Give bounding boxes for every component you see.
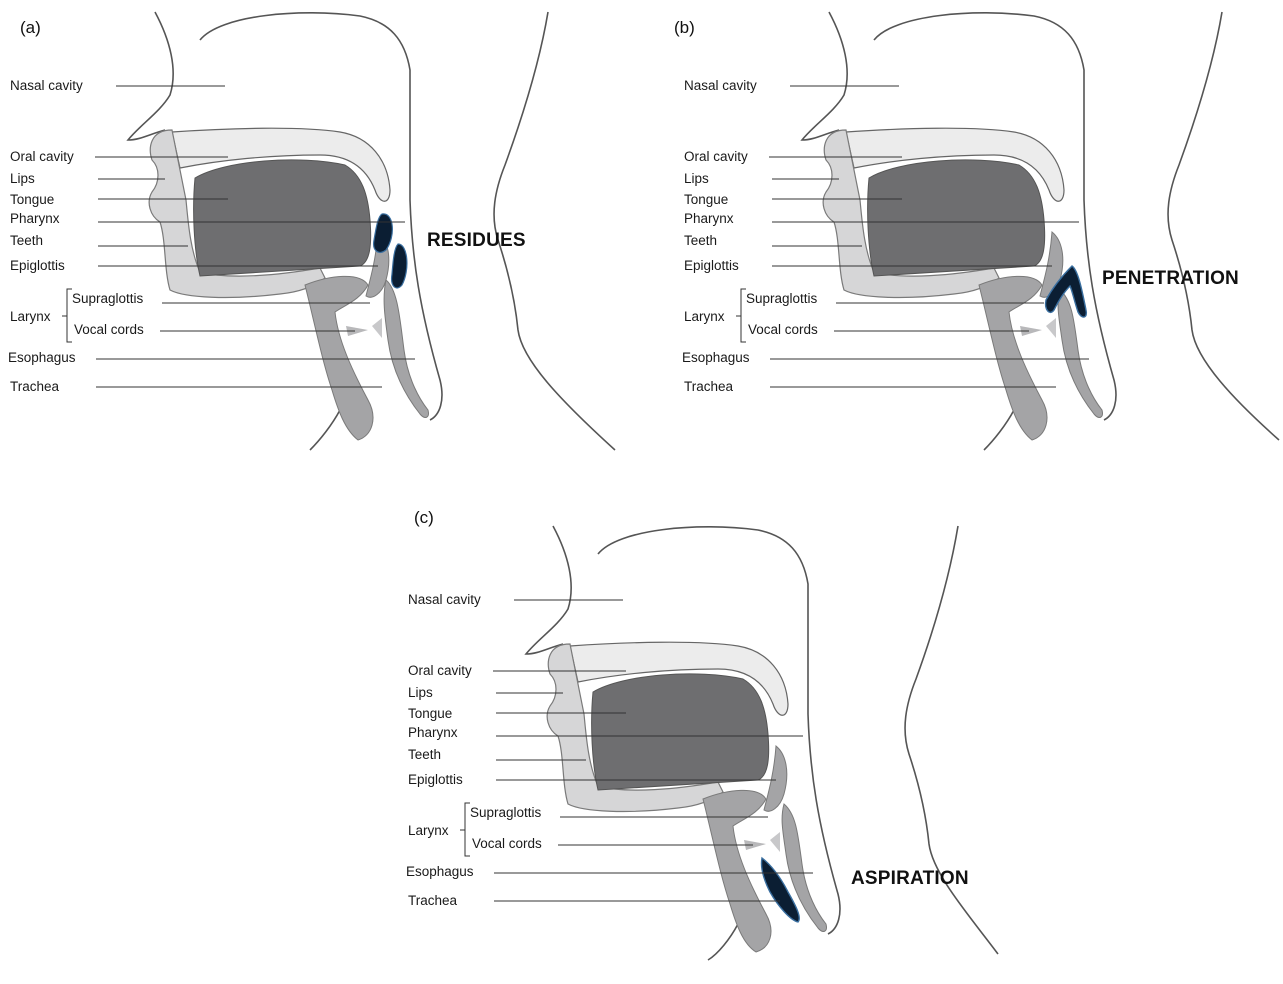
callout-residues: RESIDUES: [427, 230, 526, 252]
label-tongue: Tongue: [408, 706, 452, 722]
label-oral-cavity: Oral cavity: [684, 149, 748, 165]
label-larynx: Larynx: [10, 309, 51, 325]
larynx-bracket: [460, 803, 470, 856]
label-vocal-cords: Vocal cords: [748, 322, 818, 338]
label-trachea: Trachea: [684, 379, 733, 395]
panel-c: (c) Nasal cavity Oral cavity Lips Tongue…: [398, 514, 1038, 984]
label-supraglottis: Supraglottis: [470, 805, 541, 821]
panel-b: (b) Nasal cavity Oral cavity Lips Tongue…: [674, 0, 1283, 470]
label-nasal-cavity: Nasal cavity: [684, 78, 757, 94]
label-tongue: Tongue: [10, 192, 54, 208]
callout-aspiration: ASPIRATION: [851, 868, 969, 890]
trachea-tube: [703, 790, 771, 952]
anatomy-illustration: [398, 514, 1038, 962]
panel-label: (c): [414, 508, 434, 528]
label-vocal-cords: Vocal cords: [74, 322, 144, 338]
label-pharynx: Pharynx: [10, 211, 60, 227]
label-teeth: Teeth: [408, 747, 441, 763]
esophagus-tube: [384, 280, 428, 417]
label-supraglottis: Supraglottis: [746, 291, 817, 307]
label-teeth: Teeth: [10, 233, 43, 249]
label-supraglottis: Supraglottis: [72, 291, 143, 307]
label-lips: Lips: [408, 685, 433, 701]
label-pharynx: Pharynx: [408, 725, 458, 741]
tongue-shape: [868, 160, 1045, 276]
panel-a: (a) Nasal cavity Oral cavity Lips Tongue…: [0, 0, 640, 470]
trachea-tube: [305, 276, 373, 440]
neck-back-outline: [1168, 12, 1279, 440]
vocal-cord-shape-2: [372, 318, 382, 338]
label-esophagus: Esophagus: [682, 350, 750, 366]
vocal-cord-shape-2: [1046, 318, 1056, 338]
panel-label: (a): [20, 18, 41, 38]
larynx-bracket: [62, 289, 72, 342]
anatomy-illustration: [674, 0, 1283, 470]
label-larynx: Larynx: [408, 823, 449, 839]
label-lips: Lips: [10, 171, 35, 187]
trachea-tube: [979, 276, 1047, 440]
label-tongue: Tongue: [684, 192, 728, 208]
label-nasal-cavity: Nasal cavity: [408, 592, 481, 608]
label-vocal-cords: Vocal cords: [472, 836, 542, 852]
larynx-bracket: [736, 289, 746, 342]
label-nasal-cavity: Nasal cavity: [10, 78, 83, 94]
label-pharynx: Pharynx: [684, 211, 734, 227]
label-oral-cavity: Oral cavity: [408, 663, 472, 679]
residue-bolus: [374, 214, 393, 253]
label-trachea: Trachea: [408, 893, 457, 909]
label-trachea: Trachea: [10, 379, 59, 395]
anatomy-illustration: [0, 0, 640, 470]
callout-penetration: PENETRATION: [1102, 268, 1239, 290]
vocal-cord-shape-2: [770, 832, 780, 852]
tongue-shape: [592, 674, 769, 790]
label-teeth: Teeth: [684, 233, 717, 249]
label-epiglottis: Epiglottis: [408, 772, 463, 788]
panel-label: (b): [674, 18, 695, 38]
label-oral-cavity: Oral cavity: [10, 149, 74, 165]
label-epiglottis: Epiglottis: [10, 258, 65, 274]
label-esophagus: Esophagus: [8, 350, 76, 366]
label-lips: Lips: [684, 171, 709, 187]
residue-bolus-2: [392, 244, 407, 288]
label-larynx: Larynx: [684, 309, 725, 325]
label-epiglottis: Epiglottis: [684, 258, 739, 274]
label-esophagus: Esophagus: [406, 864, 474, 880]
tongue-shape: [194, 160, 371, 276]
